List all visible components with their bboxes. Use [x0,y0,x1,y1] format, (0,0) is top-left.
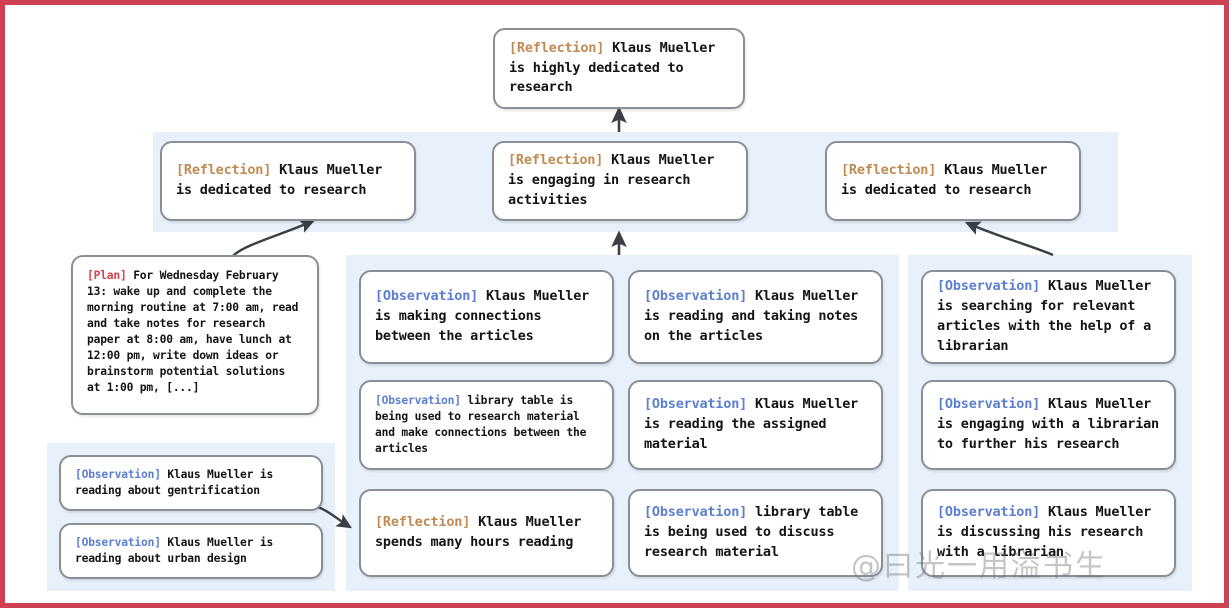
node-text: [Observation] Klaus Mueller is reading a… [644,287,867,347]
node-reflection-middle[interactable]: [Reflection] Klaus Mueller is engaging i… [492,141,748,221]
node-text: [Observation] Klaus Mueller is reading a… [75,535,307,567]
node-text: [Observation] Klaus Mueller is reading a… [75,467,307,499]
node-plan[interactable]: [Plan] For Wednesday February 13: wake u… [71,255,319,415]
tag-label: [Reflection] [509,39,605,56]
node-observation-reading-notes[interactable]: [Observation] Klaus Mueller is reading a… [628,270,883,364]
node-text: [Reflection] Klaus Mueller is dedicated … [176,161,400,201]
node-body: Klaus Mueller is discussing his research… [937,504,1152,560]
node-observation-library-table-connections[interactable]: [Observation] library table is being use… [359,380,614,470]
node-observation-assigned-material[interactable]: [Observation] Klaus Mueller is reading t… [628,380,883,470]
tag-label: [Observation] [937,504,1041,521]
node-body: Klaus Mueller is engaging with a librari… [937,396,1159,452]
tag-label: [Observation] [75,467,161,481]
node-body: library table is being used to research … [375,393,587,456]
tag-label: [Reflection] [841,162,937,179]
node-body: Klaus Mueller is dedicated to research [841,162,1048,198]
node-body: Klaus Mueller is reading the assigned ma… [644,396,859,452]
node-observation-library-table-discuss[interactable]: [Observation] library table is being use… [628,489,883,577]
node-body: Klaus Mueller is reading about gentrific… [75,467,274,497]
tag-label: [Reflection] [508,152,604,169]
node-body: Klaus Mueller spends many hours reading [375,514,582,550]
node-text: [Reflection] Klaus Mueller is dedicated … [841,161,1065,201]
tag-label: [Observation] [644,288,748,305]
node-text: [Observation] Klaus Mueller is reading t… [644,395,867,455]
node-text: [Observation] Klaus Mueller is discussin… [937,503,1160,563]
node-observation-urban-design[interactable]: [Observation] Klaus Mueller is reading a… [59,523,323,579]
node-text: [Reflection] Klaus Mueller is highly ded… [509,39,729,99]
node-observation-connections[interactable]: [Observation] Klaus Mueller is making co… [359,270,614,364]
node-body: library table is being used to discuss r… [644,504,859,560]
node-text: [Observation] library table is being use… [644,503,867,563]
node-observation-discussing-librarian[interactable]: [Observation] Klaus Mueller is discussin… [921,489,1176,577]
node-body: Klaus Mueller is reading and taking note… [644,288,859,344]
tag-label: [Observation] [75,535,161,549]
node-body: Klaus Mueller is highly dedicated to res… [509,39,716,96]
tag-label: [Observation] [375,288,479,305]
node-text: [Reflection] Klaus Mueller is engaging i… [508,151,732,211]
tag-label: [Observation] [375,393,461,407]
node-text: [Observation] Klaus Mueller is making co… [375,287,598,347]
node-observation-gentrification[interactable]: [Observation] Klaus Mueller is reading a… [59,455,323,511]
node-text: [Observation] Klaus Mueller is searching… [937,277,1160,357]
node-text: [Reflection] Klaus Mueller spends many h… [375,513,598,553]
node-root-reflection[interactable]: [Reflection] Klaus Mueller is highly ded… [493,28,745,109]
watermark-text: @曰光一用溢书生 [851,549,1107,584]
node-text: [Plan] For Wednesday February 13: wake u… [87,268,303,396]
node-body: Klaus Mueller is dedicated to research [176,162,383,198]
tag-label: [Reflection] [375,514,471,531]
tag-label: [Observation] [644,504,748,521]
tag-label: [Reflection] [176,162,272,179]
node-body: Klaus Mueller is searching for relevant … [937,278,1152,354]
node-reflection-right[interactable]: [Reflection] Klaus Mueller is dedicated … [825,141,1081,221]
node-observation-searching-articles[interactable]: [Observation] Klaus Mueller is searching… [921,270,1176,364]
node-text: [Observation] library table is being use… [375,393,598,457]
node-body: Klaus Mueller is engaging in research ac… [508,152,715,208]
tag-label: [Observation] [644,396,748,413]
tag-label: [Observation] [937,278,1041,295]
tag-label: [Observation] [937,396,1041,413]
node-body: For Wednesday February 13: wake up and c… [87,269,299,395]
node-reflection-left[interactable]: [Reflection] Klaus Mueller is dedicated … [160,141,416,221]
node-body: Klaus Mueller is reading about urban des… [75,535,274,565]
node-body: Klaus Mueller is making connections betw… [375,288,590,344]
tag-label: [Plan] [87,269,127,282]
node-observation-engaging-librarian[interactable]: [Observation] Klaus Mueller is engaging … [921,380,1176,470]
node-text: [Observation] Klaus Mueller is engaging … [937,395,1160,455]
node-reflection-hours-reading[interactable]: [Reflection] Klaus Mueller spends many h… [359,489,614,577]
